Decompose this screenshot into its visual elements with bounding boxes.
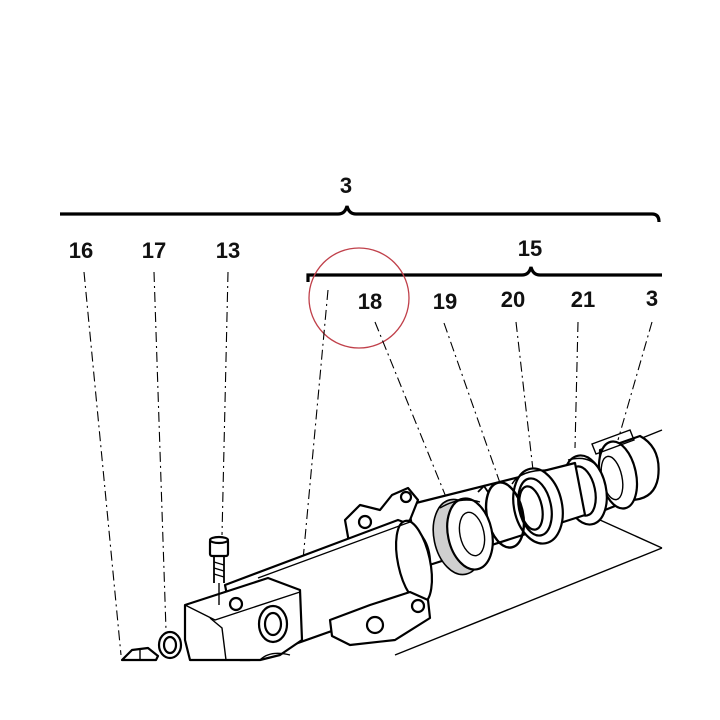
- leader-17: [153, 271, 167, 631]
- leader-21: [574, 321, 579, 449]
- leader-3-right: [617, 321, 653, 441]
- assembly-bracket: [60, 205, 661, 223]
- highlight-circle: [308, 247, 410, 349]
- callout-13: 13: [216, 238, 240, 263]
- screw-13: [208, 535, 230, 605]
- mounting-lug-bottom: [328, 590, 432, 647]
- leader-16: [83, 271, 122, 656]
- leader-19: [443, 322, 501, 484]
- leader-shaft: [302, 289, 329, 561]
- callout-20: 20: [501, 287, 525, 312]
- callout-21: 21: [571, 287, 595, 312]
- parts-drawing: [120, 429, 663, 662]
- assembly-label: 3: [340, 173, 352, 198]
- ring-20: [511, 467, 564, 545]
- callout-19: 19: [433, 289, 457, 314]
- leader-20: [515, 321, 534, 471]
- subassembly-label: 15: [518, 236, 542, 261]
- callout-3-right: 3: [646, 286, 658, 311]
- seal-18: [432, 497, 494, 576]
- bearing-sleeve: [591, 429, 660, 514]
- washer-17: [157, 630, 183, 660]
- leader-13: [221, 271, 229, 536]
- leader-18: [374, 321, 449, 503]
- nut-16: [120, 646, 160, 662]
- callout-17: 17: [142, 238, 166, 263]
- subassembly-bracket: [306, 266, 662, 282]
- leader-lines: [83, 271, 653, 656]
- callout-16: 16: [69, 238, 93, 263]
- clamp-block: [183, 576, 304, 662]
- callout-18: 18: [358, 289, 382, 314]
